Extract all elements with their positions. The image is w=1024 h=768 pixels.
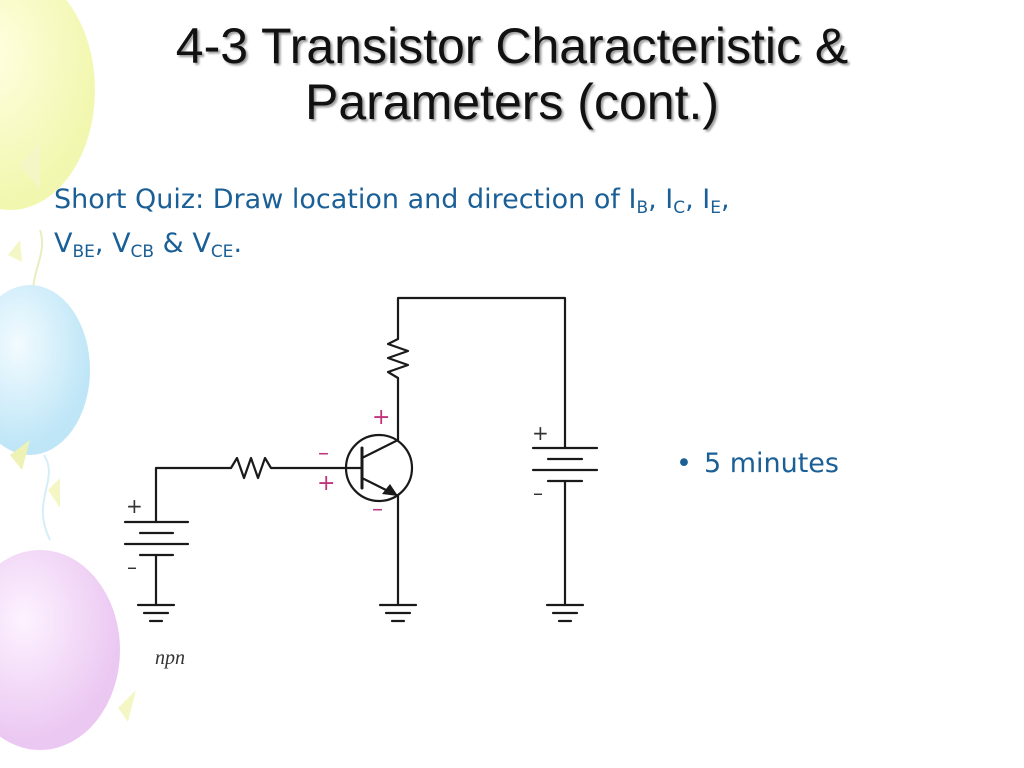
vcb-symbol: VCB xyxy=(112,228,155,262)
title-line-1: 4-3 Transistor Characteristic & xyxy=(175,18,849,74)
quiz-instruction: Short Quiz: Draw location and direction … xyxy=(54,184,730,262)
vbb-plus-label: + xyxy=(126,494,143,518)
bullet-text: 5 minutes xyxy=(703,448,839,479)
base-resistor-icon xyxy=(154,456,364,502)
blue-balloon-icon xyxy=(0,285,90,455)
vce-symbol: VCE xyxy=(192,228,234,262)
vcc-minus-label: – xyxy=(533,481,543,505)
emitter-arrow-icon xyxy=(382,484,398,496)
emitter-minus-label: – xyxy=(372,497,383,522)
ib-symbol: IB xyxy=(628,184,649,218)
vcc-plus-label: + xyxy=(532,421,549,445)
ie-symbol: IE xyxy=(702,184,722,218)
base-minus-label: – xyxy=(318,441,329,466)
quiz-prefix: Short Quiz: Draw location and direction … xyxy=(54,184,629,215)
collector-plus-label: + xyxy=(372,405,390,430)
yellow-balloon-icon xyxy=(0,0,95,210)
collector-resistor-icon xyxy=(386,296,567,450)
bullet-dot: • xyxy=(676,448,692,479)
bullet-item: • 5 minutes xyxy=(676,448,839,479)
npn-label: npn xyxy=(155,647,185,669)
title-line-2: Parameters (cont.) xyxy=(304,74,719,130)
slide-title: 4-3 Transistor Characteristic & Paramete… xyxy=(40,18,984,130)
purple-balloon-icon xyxy=(0,550,120,750)
ic-symbol: IC xyxy=(665,184,686,218)
vbb-minus-label: – xyxy=(127,555,137,579)
vbe-symbol: VBE xyxy=(54,228,95,262)
base-plus-label: + xyxy=(317,471,335,496)
